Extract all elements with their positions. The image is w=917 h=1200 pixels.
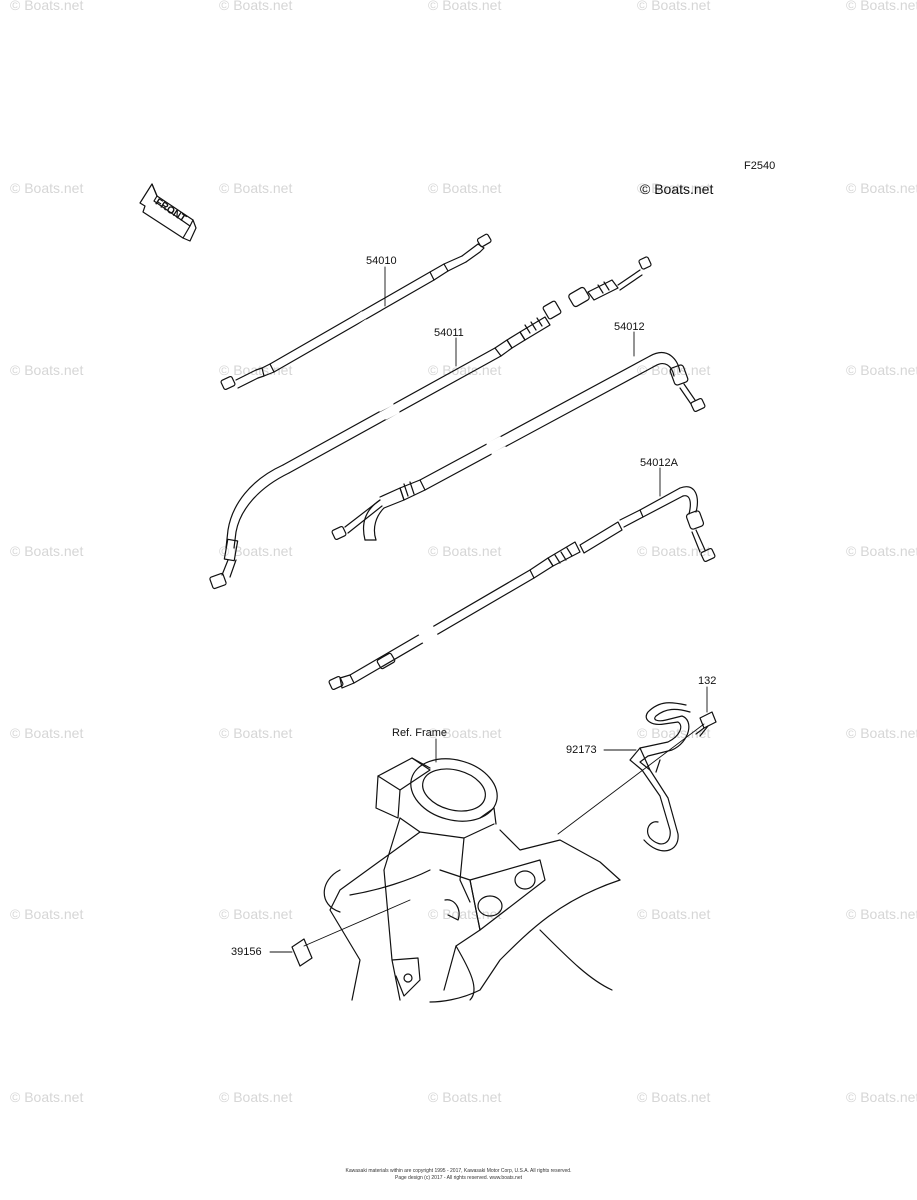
watermark-text: © Boats.net [846,906,917,922]
label-plate-39156 [291,938,313,967]
watermark-text: © Boats.net [846,543,917,559]
watermark-text: © Boats.net [10,0,84,13]
cable-bracket-92173 [629,702,691,852]
callout-54012[interactable]: 54012 [614,321,645,333]
cable-54012 [331,351,706,541]
bolt-132 [695,711,717,737]
diagram-code: F2540 [744,160,776,172]
ref-frame-label: Ref. Frame [392,727,448,739]
watermark-text: © Boats.net [219,725,293,741]
watermark-text: © Boats.net [428,725,502,741]
callout-132[interactable]: 132 [698,675,717,687]
watermark-text: © Boats.net [219,543,293,559]
watermark-text: © Boats.net [637,180,711,196]
callout-54010[interactable]: 54010 [366,255,397,267]
watermark-text: © Boats.net [637,1089,711,1105]
footer-design-line: Page design (c) 2017 - All rights reserv… [394,1175,522,1181]
leader-lines [269,266,708,953]
watermark-text: © Boats.net [637,906,711,922]
callout-54011[interactable]: 54011 [434,327,464,339]
callout-54012A[interactable]: 54012A [640,457,678,469]
watermark-text: © Boats.net [428,180,502,196]
watermark-text: © Boats.net [10,543,84,559]
front-label: FRONT [153,197,188,225]
callout-92173[interactable]: 92173 [566,744,597,756]
watermark-text: © Boats.net [428,1089,502,1105]
watermark-text: © Boats.net [10,1089,84,1105]
watermark-text: © Boats.net [846,180,917,196]
cable-54010 [220,233,492,391]
watermark-text: © Boats.net [428,0,502,13]
watermark-text: © Boats.net [10,362,84,378]
watermark-text: © Boats.net [10,180,84,196]
copyright-badge: © Boats.net [640,181,714,197]
watermark-text: © Boats.net [219,180,293,196]
watermark-text: © Boats.net [637,0,711,13]
cable-54012A [328,486,716,691]
watermark-text: © Boats.net [637,725,711,741]
front-arrow-icon: FRONT [139,183,197,242]
watermark-text: © Boats.net [219,1089,293,1105]
footer-copyright-line: Kawasaki materials within are copyright … [345,1168,572,1174]
watermark-text: © Boats.net [846,362,917,378]
watermark-text: © Boats.net [10,906,84,922]
cable-54011 [209,256,652,590]
watermark-text: © Boats.net [428,906,502,922]
watermark-text: © Boats.net [219,906,293,922]
reference-frame-drawing [323,757,621,1003]
watermark-text: © Boats.net [846,725,917,741]
watermark-text: © Boats.net [219,0,293,13]
watermark-text: © Boats.net [846,0,917,13]
callout-39156[interactable]: 39156 [231,946,262,958]
watermark-text: © Boats.net [10,725,84,741]
watermark-text: © Boats.net [846,1089,917,1105]
watermark-text: © Boats.net [637,543,711,559]
watermark-text: © Boats.net [428,543,502,559]
